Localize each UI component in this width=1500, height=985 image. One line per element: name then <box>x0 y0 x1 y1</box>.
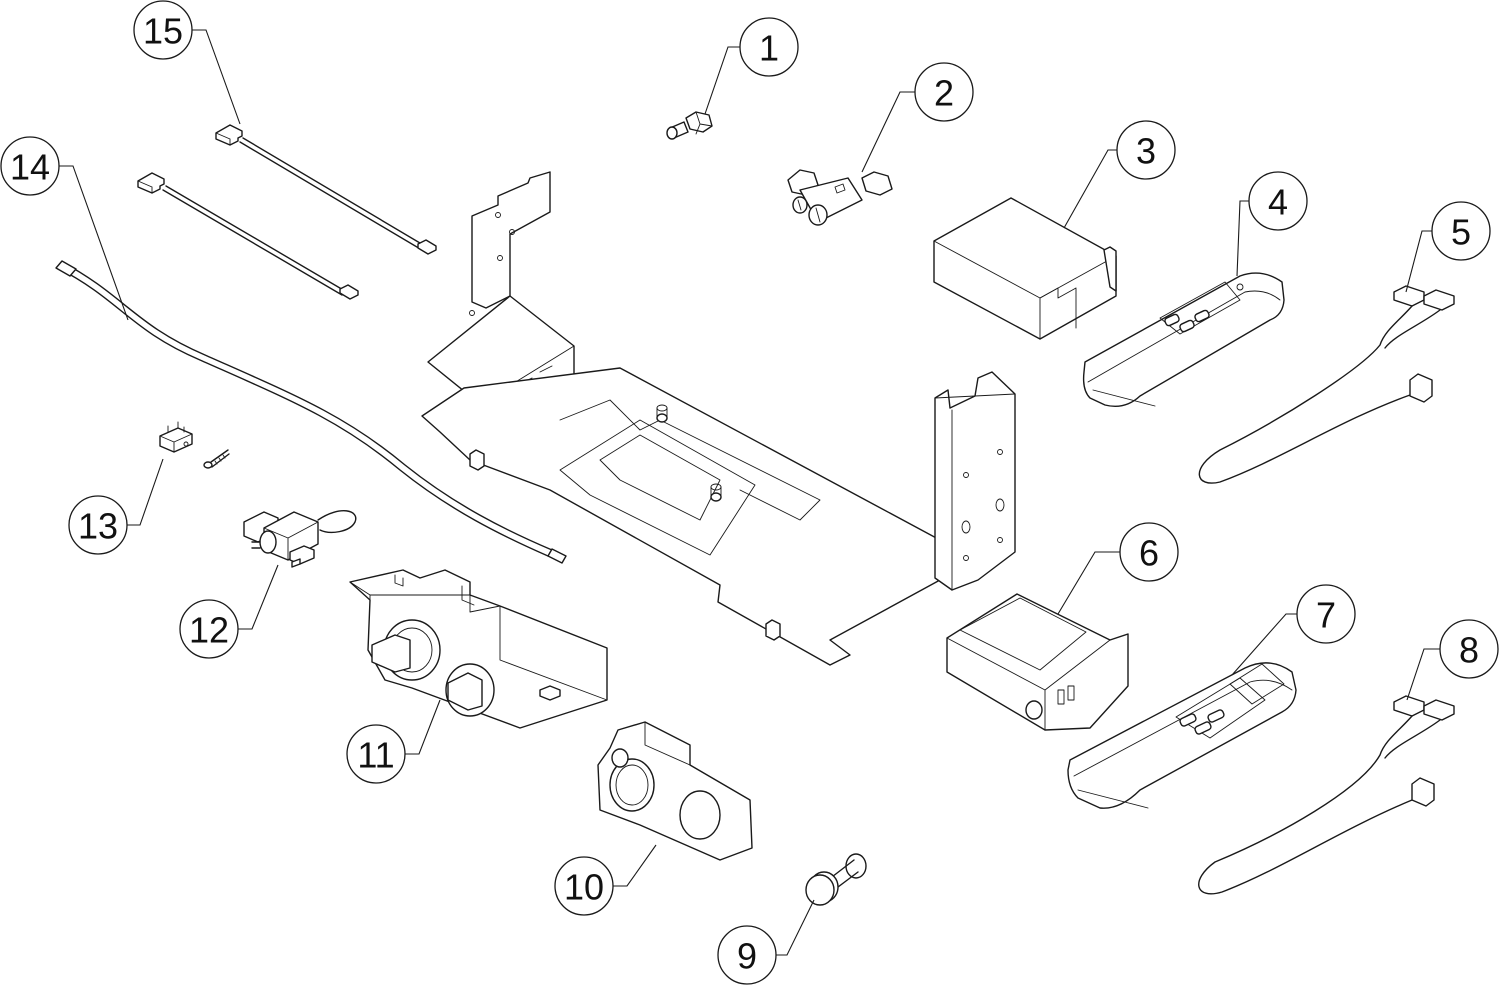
callout-number: 3 <box>1136 131 1156 172</box>
part-13-screw <box>203 449 230 469</box>
part-7-remote-control-display <box>1067 662 1297 809</box>
part-13-micro-switch <box>159 421 193 453</box>
callout-11: 11 <box>346 699 441 784</box>
jumper-wire-lower <box>137 172 359 300</box>
part-4-remote-control-basic <box>1082 272 1285 408</box>
part-2-valve-tee <box>787 169 893 226</box>
callout-4: 4 <box>1236 171 1308 277</box>
callout-10: 10 <box>554 844 657 916</box>
callout-number: 14 <box>10 147 50 188</box>
part-15-jumper-wires <box>137 124 437 300</box>
callout-number: 15 <box>143 11 183 52</box>
jumper-wire-upper <box>215 124 437 255</box>
callout-number: 1 <box>759 28 779 69</box>
callout-number: 13 <box>78 506 118 547</box>
callout-number: 2 <box>934 73 954 114</box>
callout-9: 9 <box>717 899 815 985</box>
callout-14: 14 <box>0 136 129 321</box>
callout-number: 11 <box>357 735 394 776</box>
callout-2: 2 <box>861 62 974 173</box>
callout-5: 5 <box>1405 201 1491 293</box>
part-3-cover-box <box>933 197 1117 340</box>
callout-number: 7 <box>1316 595 1336 636</box>
callout-12: 12 <box>179 564 279 659</box>
callout-number: 10 <box>564 867 604 908</box>
callout-8: 8 <box>1406 619 1499 701</box>
part-10-knob-bezel <box>597 721 753 861</box>
part-1-fitting <box>666 111 713 140</box>
callout-number: 5 <box>1451 212 1471 253</box>
callout-13: 13 <box>68 458 164 555</box>
part-11-control-knob-housing <box>349 569 608 729</box>
part-8-wire-harness <box>1198 695 1455 895</box>
callout-number: 8 <box>1459 630 1479 671</box>
callout-7: 7 <box>1231 584 1356 676</box>
part-5-wire-harness <box>1198 285 1455 484</box>
callout-number: 9 <box>737 936 757 977</box>
part-6-receiver-module <box>946 593 1129 731</box>
callout-3: 3 <box>1063 120 1176 229</box>
callout-6: 6 <box>1057 522 1179 615</box>
callout-15: 15 <box>133 0 241 125</box>
part-9-knob-stem <box>805 853 867 906</box>
part-12-motor-switch <box>243 510 357 568</box>
main-mounting-bracket <box>421 171 1016 666</box>
part-14-thermocouple-lead <box>55 260 567 564</box>
callout-number: 6 <box>1139 533 1159 574</box>
callout-1: 1 <box>704 17 799 115</box>
callout-number: 12 <box>189 610 229 651</box>
callout-number: 4 <box>1268 182 1288 223</box>
